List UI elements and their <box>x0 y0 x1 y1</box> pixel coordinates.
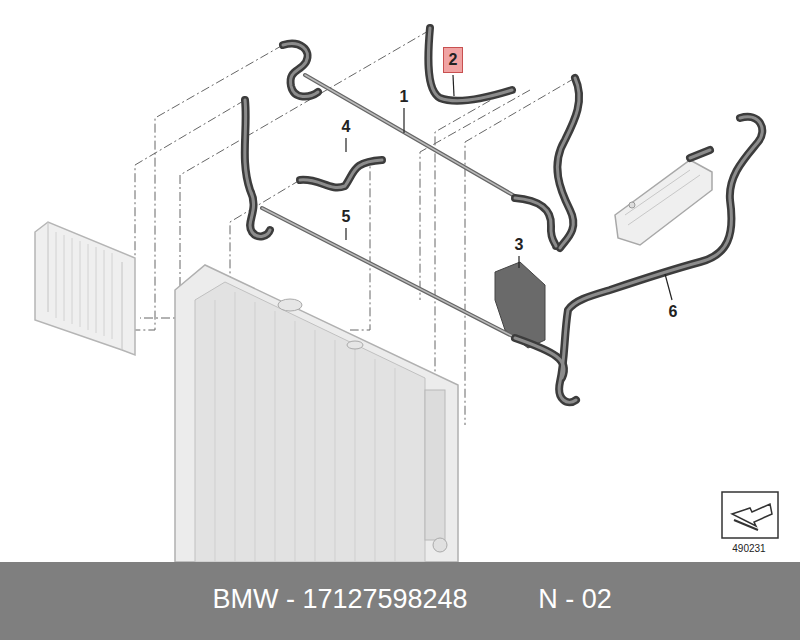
orientation-icon <box>722 492 778 538</box>
hose-highlight <box>428 28 512 101</box>
footer-band: BMW - 17127598248 N - 02 <box>0 562 800 640</box>
callout-number: 3 <box>515 236 524 254</box>
bracket <box>495 262 545 348</box>
hose-highlight <box>300 160 382 188</box>
callout-number: 5 <box>342 208 351 226</box>
coolant-pipes <box>262 75 520 340</box>
hose-highlight <box>283 44 318 97</box>
hose-highlight <box>245 100 270 236</box>
callout-number: 6 <box>669 303 678 321</box>
hose-highlight <box>559 117 762 402</box>
part-number-text: BMW - 17127598248 <box>212 584 467 615</box>
coolant-hoses <box>245 28 763 402</box>
radiator <box>175 265 458 562</box>
callout-number: 1 <box>400 88 409 106</box>
callout-number: 4 <box>342 118 351 136</box>
hose-highlight <box>515 338 564 378</box>
hose-highlight <box>690 150 710 158</box>
diagram-number: 490231 <box>732 543 765 554</box>
leader-lines <box>346 75 672 300</box>
hose-highlight <box>557 78 579 248</box>
callout-highlight: 2 <box>443 47 463 73</box>
auxiliary-cooler <box>35 222 135 355</box>
callout-number: 2 <box>449 51 458 69</box>
part-number-text: N - 02 <box>538 584 612 615</box>
oil-cooler <box>615 160 712 245</box>
